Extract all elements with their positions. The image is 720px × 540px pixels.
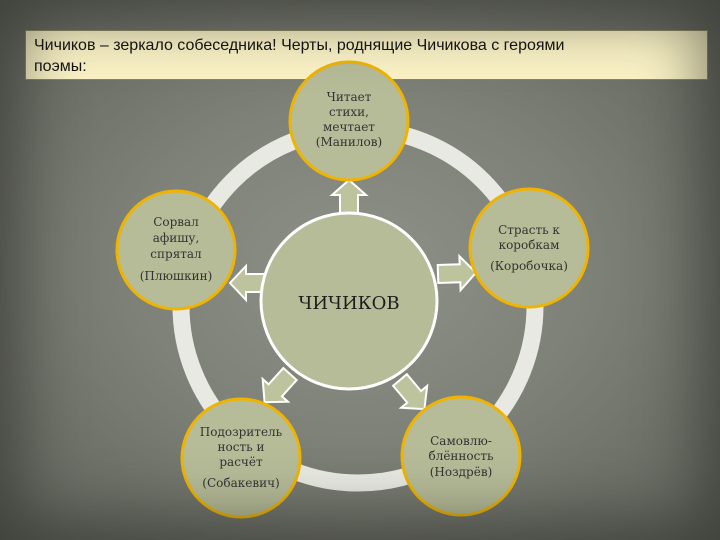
title-line-1: Чичиков – зеркало собеседника! Черты, ро… [34, 37, 565, 54]
node-nozdrev-line-2: блённость [428, 449, 494, 463]
node-plyushkin-line-3: спрятал [150, 247, 202, 261]
center-node: ЧИЧИКОВ [259, 211, 439, 391]
node-plyushkin: Сорвал афишу, спрятал (Плюшкин) [115, 189, 237, 311]
arrow-to-nozdrev [391, 372, 429, 411]
node-korobochka-line-2: коробкам [499, 238, 560, 252]
node-sobakevich-line-4: (Собакевич) [202, 476, 279, 490]
node-plyushkin-line-4: (Плюшкин) [140, 269, 213, 283]
node-nozdrev-line-1: Самовлю- [430, 434, 492, 448]
node-manilov-line-1: Читает [327, 90, 372, 104]
node-korobochka-line-1: Страсть к [498, 223, 560, 237]
node-korobochka-line-3: (Коробочка) [490, 259, 568, 273]
node-korobochka: Страсть к коробкам (Коробочка) [468, 187, 590, 309]
title-line-2: поэмы: [34, 58, 87, 75]
node-sobakevich-line-1: Подозритель [200, 425, 283, 439]
node-manilov: Читает стихи, мечтает (Манилов) [288, 60, 410, 182]
node-nozdrev-line-3: (Ноздрёв) [430, 465, 493, 479]
arrow-to-korobochka [436, 253, 478, 293]
arrow-to-sobakevich [261, 366, 299, 404]
center-label: ЧИЧИКОВ [298, 293, 399, 314]
node-manilov-line-3: мечтает [323, 120, 375, 134]
node-plyushkin-line-2: афишу, [153, 231, 200, 245]
node-sobakevich-line-3: расчёт [219, 455, 263, 469]
node-manilov-line-4: (Манилов) [316, 135, 382, 149]
node-nozdrev: Самовлю- блённость (Ноздрёв) [400, 395, 522, 517]
node-manilov-line-2: стихи, [329, 105, 369, 119]
arrow-to-manilov [329, 178, 369, 217]
node-sobakevich: Подозритель ность и расчёт (Собакевич) [180, 397, 302, 519]
node-plyushkin-line-1: Сорвал [153, 215, 199, 229]
node-sobakevich-line-2: ность и [218, 440, 265, 454]
